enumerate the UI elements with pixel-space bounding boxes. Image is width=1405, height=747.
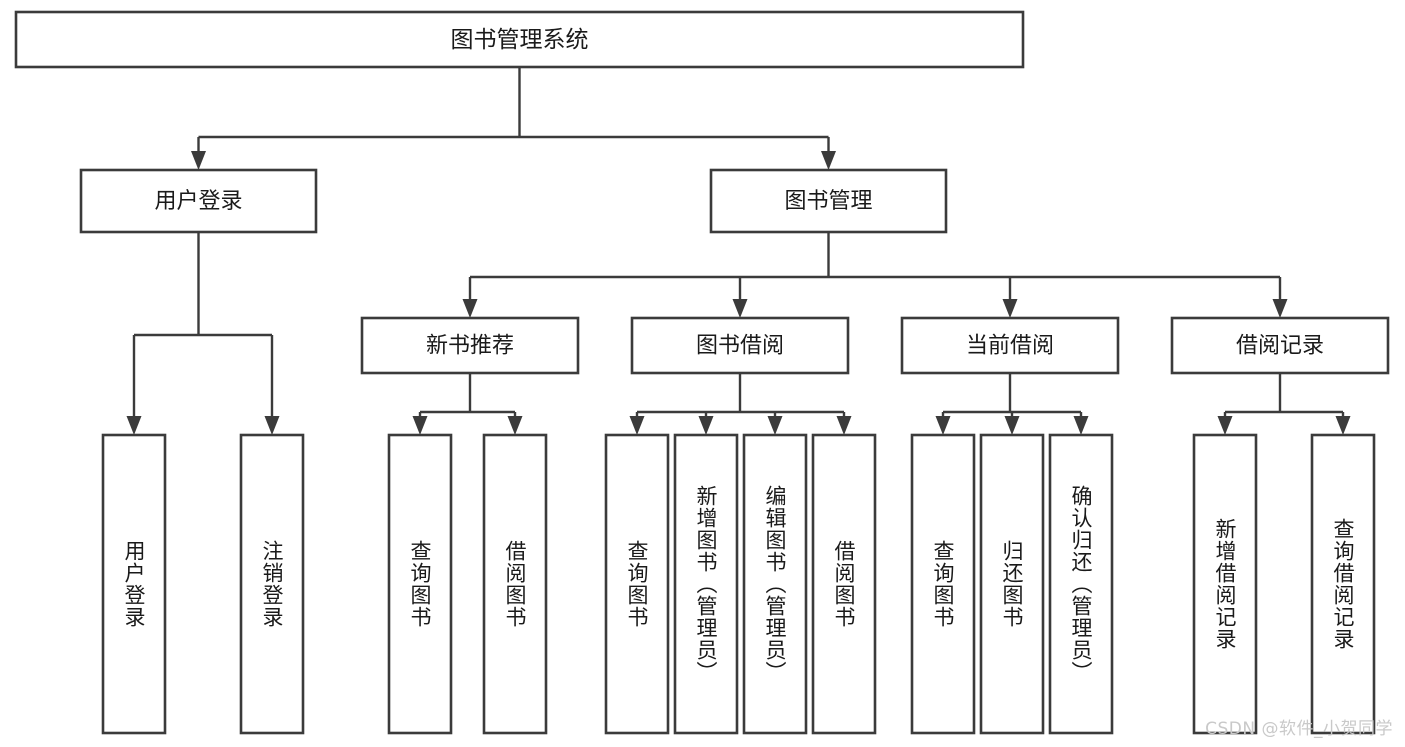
leaf-return-book-box[interactable] bbox=[979, 433, 1045, 735]
arrow-head-icon bbox=[191, 151, 206, 170]
node-new-book-recommend-label: 新书推荐 bbox=[426, 334, 514, 359]
leaf-query-book-current-box[interactable] bbox=[910, 433, 976, 735]
arrow-head-icon bbox=[412, 416, 428, 435]
watermark: CSDN @软件_小贺同学 bbox=[1205, 719, 1393, 739]
node-book-borrow-box[interactable] bbox=[630, 316, 850, 375]
node-new-book-recommend-box[interactable] bbox=[360, 316, 580, 375]
leaf-query-borrow-record-box[interactable] bbox=[1310, 433, 1376, 735]
arrow-head-icon bbox=[767, 416, 783, 435]
leaf-borrow-book-box[interactable] bbox=[811, 433, 877, 735]
root-node-box[interactable] bbox=[14, 10, 1025, 69]
node-current-borrow-box[interactable] bbox=[900, 316, 1120, 375]
leaf-add-book-admin-box[interactable] bbox=[673, 433, 739, 735]
leaf-borrow-book-recommend-box[interactable] bbox=[482, 433, 548, 735]
arrow-head-icon bbox=[1335, 416, 1351, 435]
arrow-head-icon bbox=[264, 416, 280, 435]
leaf-query-book-borrow-box[interactable] bbox=[604, 433, 670, 735]
node-book-management-label: 图书管理 bbox=[784, 189, 872, 214]
arrow-head-icon bbox=[126, 416, 142, 435]
leaf-logout-box[interactable] bbox=[239, 433, 305, 735]
arrow-head-icon bbox=[1002, 299, 1018, 318]
arrow-head-icon bbox=[629, 416, 645, 435]
arrow-head-icon bbox=[1217, 416, 1233, 435]
arrow-head-icon bbox=[821, 151, 836, 170]
arrow-head-icon bbox=[1073, 416, 1089, 435]
node-borrow-record-box[interactable] bbox=[1170, 316, 1390, 375]
node-user-login-box[interactable] bbox=[79, 168, 318, 234]
leaf-user-login-box[interactable] bbox=[101, 433, 167, 735]
arrow-head-icon bbox=[732, 299, 748, 318]
leaf-confirm-return-admin-box[interactable] bbox=[1048, 433, 1114, 735]
leaf-query-book-recommend-box[interactable] bbox=[387, 433, 453, 735]
node-user-login-label: 用户登录 bbox=[154, 189, 242, 214]
leaf-add-borrow-record-box[interactable] bbox=[1192, 433, 1258, 735]
node-borrow-record-label: 借阅记录 bbox=[1236, 334, 1324, 359]
arrow-head-icon bbox=[836, 416, 852, 435]
root-node-label: 图书管理系统 bbox=[451, 27, 589, 53]
arrow-head-icon bbox=[507, 416, 523, 435]
arrow-head-icon bbox=[698, 416, 714, 435]
node-book-borrow-label: 图书借阅 bbox=[696, 334, 784, 359]
arrow-head-icon bbox=[462, 299, 478, 318]
node-current-borrow-label: 当前借阅 bbox=[966, 334, 1054, 359]
connector-layer bbox=[126, 67, 1351, 435]
arrow-head-icon bbox=[1004, 416, 1020, 435]
leaf-edit-book-admin-box[interactable] bbox=[742, 433, 808, 735]
arrow-head-icon bbox=[935, 416, 951, 435]
arrow-head-icon bbox=[1272, 299, 1288, 318]
node-book-management-box[interactable] bbox=[709, 168, 948, 234]
